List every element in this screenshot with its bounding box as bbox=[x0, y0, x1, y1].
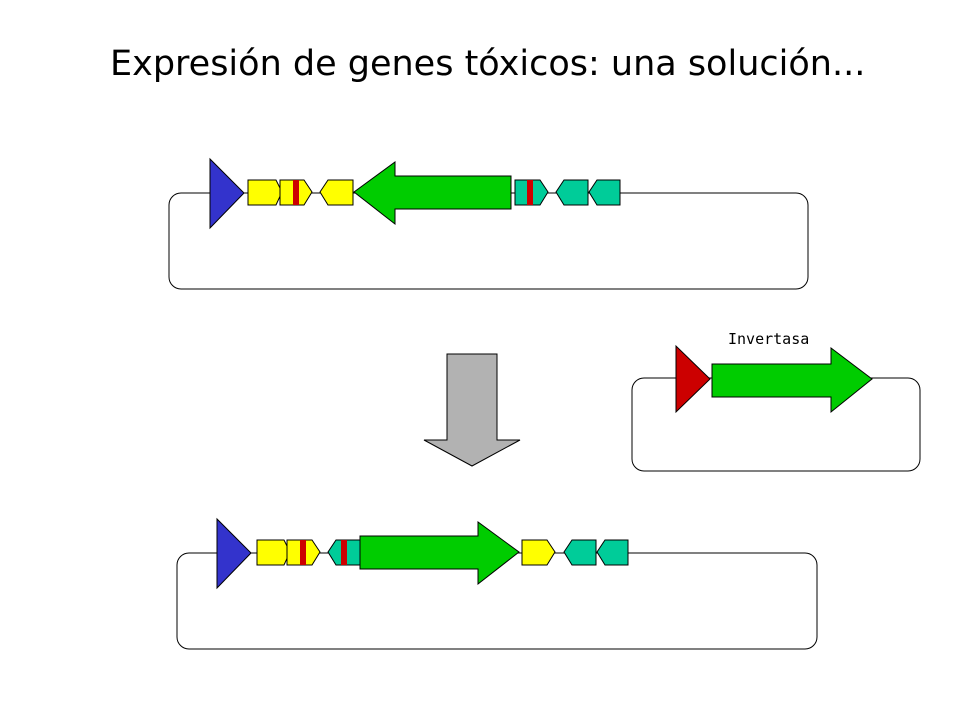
teal-gene-arrow-2-after bbox=[563, 539, 597, 566]
yellow-gene-arrow-3-after bbox=[521, 539, 556, 566]
recombination-site-1 bbox=[293, 180, 299, 205]
promoter-triangle-after bbox=[216, 517, 252, 590]
plasmid-after bbox=[176, 517, 818, 650]
plasmid-before bbox=[168, 157, 809, 290]
recombination-site-1-after bbox=[300, 540, 306, 565]
yellow-gene-arrow-1 bbox=[247, 179, 283, 206]
yellow-gene-arrow-3 bbox=[319, 179, 354, 206]
teal-gene-arrow-3 bbox=[588, 179, 621, 206]
invertasa-label: Invertasa bbox=[728, 330, 809, 348]
plasmid-invertasa: Invertasa bbox=[631, 330, 921, 472]
toxic-gene-expressed-arrow bbox=[359, 521, 520, 586]
teal-gene-arrow-3-after bbox=[596, 539, 629, 566]
teal-gene-arrow-2 bbox=[555, 179, 589, 206]
recombination-site-2-after bbox=[341, 540, 347, 565]
yellow-gene-arrow-1-after bbox=[256, 539, 291, 566]
invertasa-gene-arrow bbox=[711, 346, 873, 414]
process-arrow bbox=[423, 353, 521, 467]
promoter-triangle bbox=[209, 157, 245, 230]
slide-title: Expresión de genes tóxicos: una solución… bbox=[110, 44, 866, 84]
invertasa-promoter-triangle bbox=[675, 344, 711, 414]
recombination-site-2 bbox=[527, 180, 533, 205]
toxic-gene-inverted-arrow bbox=[353, 161, 512, 226]
